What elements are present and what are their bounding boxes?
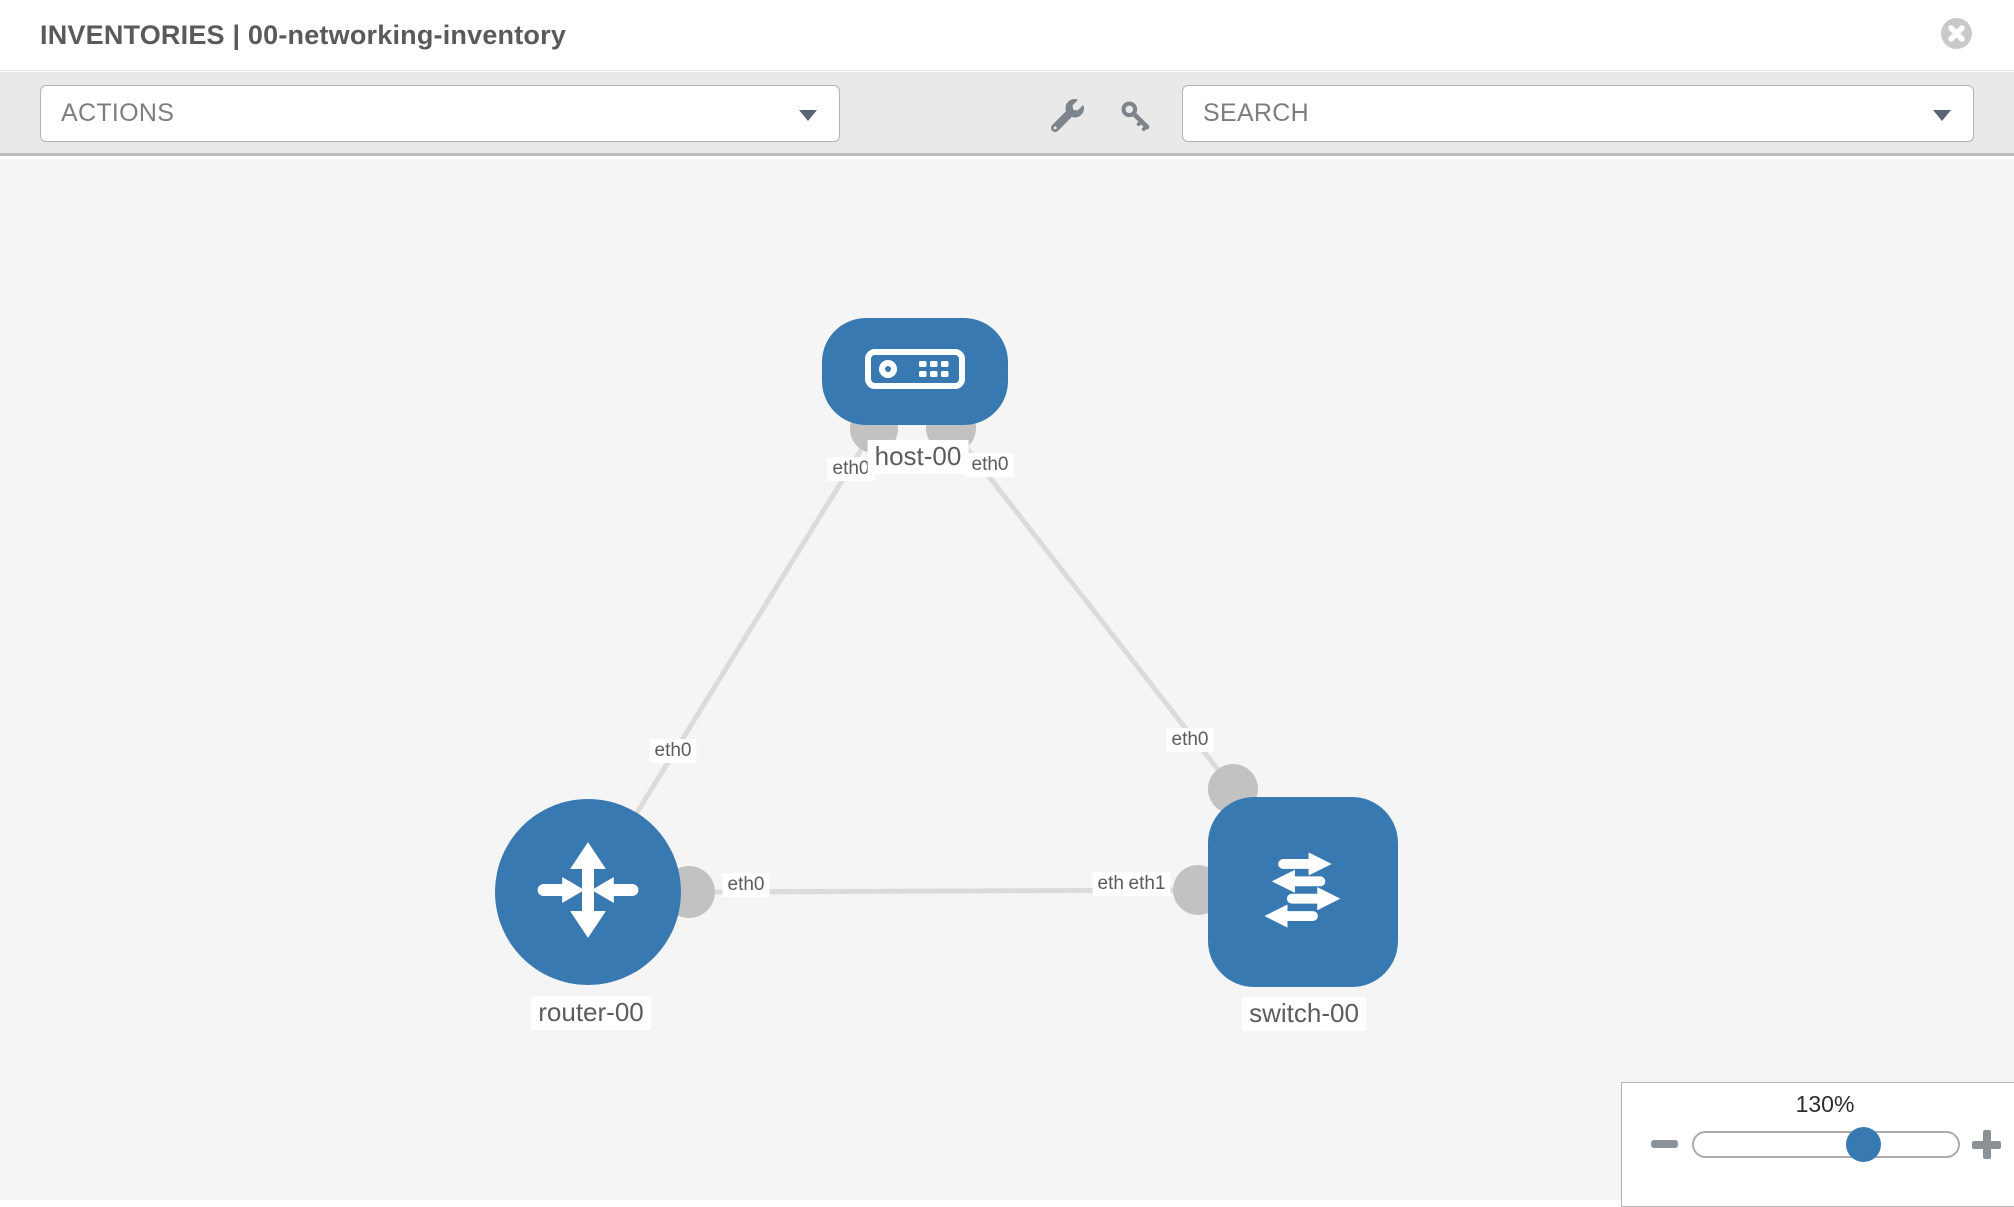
host-icon bbox=[865, 349, 965, 394]
router-icon bbox=[528, 830, 648, 955]
node-label-switch: switch-00 bbox=[1242, 997, 1366, 1031]
actions-dropdown-label: ACTIONS bbox=[61, 99, 175, 127]
actions-dropdown[interactable]: ACTIONS bbox=[40, 85, 840, 142]
header-bar: INVENTORIES | 00-networking-inventory bbox=[0, 0, 2014, 71]
chevron-down-icon bbox=[799, 110, 817, 121]
interface-label-switch-eth1-left: eth1 bbox=[1123, 872, 1171, 896]
search-dropdown[interactable]: SEARCH bbox=[1182, 85, 1974, 142]
topology-canvas[interactable] bbox=[0, 159, 2014, 1200]
search-dropdown-label: SEARCH bbox=[1203, 99, 1309, 127]
close-icon[interactable] bbox=[1941, 18, 1972, 49]
interface-label-router-eth0-up: eth0 bbox=[649, 739, 697, 763]
zoom-in-icon[interactable] bbox=[1972, 1130, 2001, 1159]
switch-icon bbox=[1241, 828, 1365, 957]
zoom-slider-handle[interactable] bbox=[1846, 1127, 1881, 1162]
node-router-00[interactable] bbox=[495, 799, 681, 985]
zoom-slider-track[interactable] bbox=[1692, 1131, 1960, 1158]
zoom-control-panel: 130% bbox=[1621, 1082, 2014, 1207]
node-label-router: router-00 bbox=[531, 996, 651, 1030]
interface-label-host-eth0-right: eth0 bbox=[966, 453, 1014, 477]
wrench-icon[interactable] bbox=[1050, 99, 1084, 133]
zoom-out-icon[interactable] bbox=[1651, 1140, 1678, 1148]
toolbar: ACTIONS SEARCH bbox=[0, 72, 2014, 156]
interface-label-switch-eth0-up: eth0 bbox=[1166, 728, 1214, 752]
node-switch-00[interactable] bbox=[1208, 797, 1398, 987]
page-title: INVENTORIES | 00-networking-inventory bbox=[40, 20, 567, 50]
key-icon[interactable] bbox=[1119, 99, 1152, 132]
node-host-00[interactable] bbox=[822, 318, 1008, 425]
interface-label-router-eth0-right: eth0 bbox=[722, 873, 770, 897]
zoom-level-value: 130% bbox=[1795, 1091, 1855, 1117]
node-label-host: host-00 bbox=[867, 440, 969, 474]
chevron-down-icon bbox=[1933, 110, 1951, 121]
